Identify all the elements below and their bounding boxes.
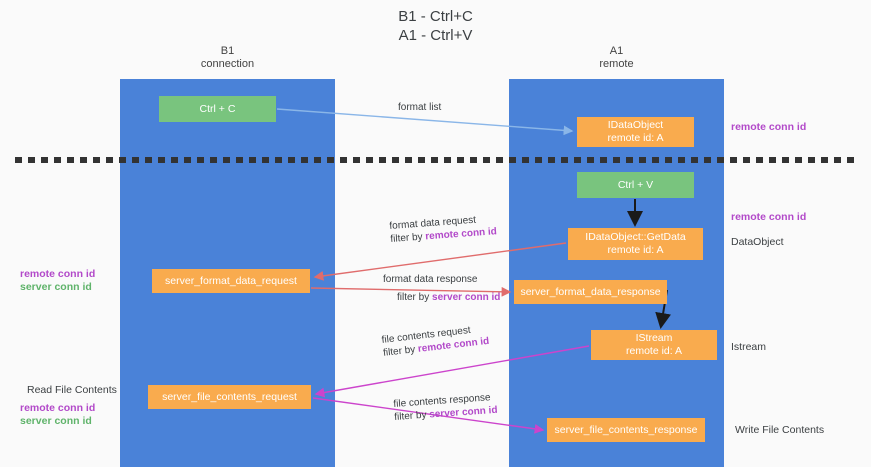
edge-label-format-data-response: format data response filter by server co… (383, 273, 500, 304)
node-idataobject-label: IDataObject (607, 119, 664, 131)
annotation-read-file-contents: Read File Contents (27, 384, 117, 397)
edge-label-file-contents-request: file contents request filter by remote c… (381, 322, 490, 360)
node-istream-label: IStream (635, 332, 673, 344)
title-line-1: B1 - Ctrl+C (398, 8, 473, 25)
annotation-server-conn-id-left: server conn id (20, 281, 92, 293)
node-ctrl-v-label: Ctrl + V (617, 178, 654, 191)
filter-prefix: filter by (390, 231, 426, 245)
node-istream-sub: remote id: A (625, 345, 683, 357)
node-idataobject-sub: remote id: A (607, 132, 664, 144)
edge-label-file-contents-response: file contents response filter by server … (393, 391, 498, 424)
node-ctrl-c[interactable]: Ctrl + C (159, 96, 276, 122)
annotation-write-file-contents-text: Write File Contents (735, 424, 825, 436)
annotation-remote-conn-id-left: remote conn id (20, 268, 96, 280)
filter-key: server conn id (428, 404, 498, 421)
annotation-server-conn-id-left-2: server conn id (20, 415, 92, 427)
column-header-a1: A1 remote (509, 45, 724, 71)
filter-key: server conn id (432, 292, 501, 303)
annotation-dataobject: DataObject (731, 236, 784, 249)
node-idataobject[interactable]: IDataObject remote id: A (577, 117, 694, 147)
column-header-a1-role: remote (599, 58, 634, 70)
annotation-istream-text: Istream (731, 341, 767, 353)
node-server-file-contents-response-label: server_file_contents_response (554, 423, 698, 436)
annotation-conn-ids-mid: remote conn id server conn id (20, 268, 95, 294)
node-server-file-contents-request-label: server_file_contents_request (162, 390, 297, 403)
node-getdata-sub: remote id: A (607, 244, 664, 256)
annotation-remote-conn-id-mid: remote conn id (731, 211, 806, 224)
node-getdata[interactable]: IDataObject::GetData remote id: A (568, 228, 703, 260)
annotation-remote-conn-id-left-2: remote conn id (20, 402, 96, 414)
column-header-b1-name: B1 (220, 45, 235, 57)
column-header-b1-role: connection (200, 58, 255, 70)
column-header-a1-name: A1 (609, 45, 624, 57)
filter-prefix: filter by (397, 292, 433, 303)
annotation-read-file-contents-text: Read File Contents (27, 384, 117, 396)
annotation-istream: Istream (731, 341, 766, 354)
filter-prefix: filter by (393, 409, 430, 423)
node-istream[interactable]: IStream remote id: A (591, 330, 717, 360)
annotation-write-file-contents: Write File Contents (735, 424, 824, 437)
node-server-format-data-response[interactable]: server_format_data_response (514, 280, 667, 304)
node-server-format-data-request[interactable]: server_format_data_request (152, 269, 310, 293)
title-line-2: A1 - Ctrl+V (398, 27, 473, 44)
edge-label-format-data-response-line2: filter by server conn id (383, 286, 500, 304)
node-server-format-data-request-label: server_format_data_request (165, 274, 297, 287)
node-server-format-data-response-label: server_format_data_response (520, 285, 661, 298)
page-title: B1 - Ctrl+C A1 - Ctrl+V (0, 7, 871, 45)
node-ctrl-v[interactable]: Ctrl + V (577, 172, 694, 198)
annotation-dataobject-text: DataObject (731, 236, 784, 248)
edge-label-format-data-response-line1: format data response (383, 274, 478, 285)
edge-label-format-list: format list (398, 101, 441, 114)
filter-prefix: filter by (382, 343, 419, 359)
node-getdata-label: IDataObject::GetData (585, 231, 686, 243)
annotation-remote-conn-id-mid-text: remote conn id (731, 211, 807, 223)
node-ctrl-c-label: Ctrl + C (199, 102, 236, 115)
edge-label-format-list-line1: format list (398, 102, 442, 113)
edge-label-format-data-request: format data request filter by remote con… (389, 212, 497, 246)
annotation-remote-conn-id-top: remote conn id (731, 121, 806, 134)
node-server-file-contents-response[interactable]: server_file_contents_response (547, 418, 705, 442)
section-divider (15, 157, 856, 163)
filter-key: remote conn id (424, 226, 498, 243)
annotation-remote-conn-id-top-text: remote conn id (731, 121, 807, 133)
annotation-conn-ids-bottom: remote conn id server conn id (20, 402, 95, 428)
column-header-b1: B1 connection (120, 45, 335, 71)
node-server-file-contents-request[interactable]: server_file_contents_request (148, 385, 311, 409)
